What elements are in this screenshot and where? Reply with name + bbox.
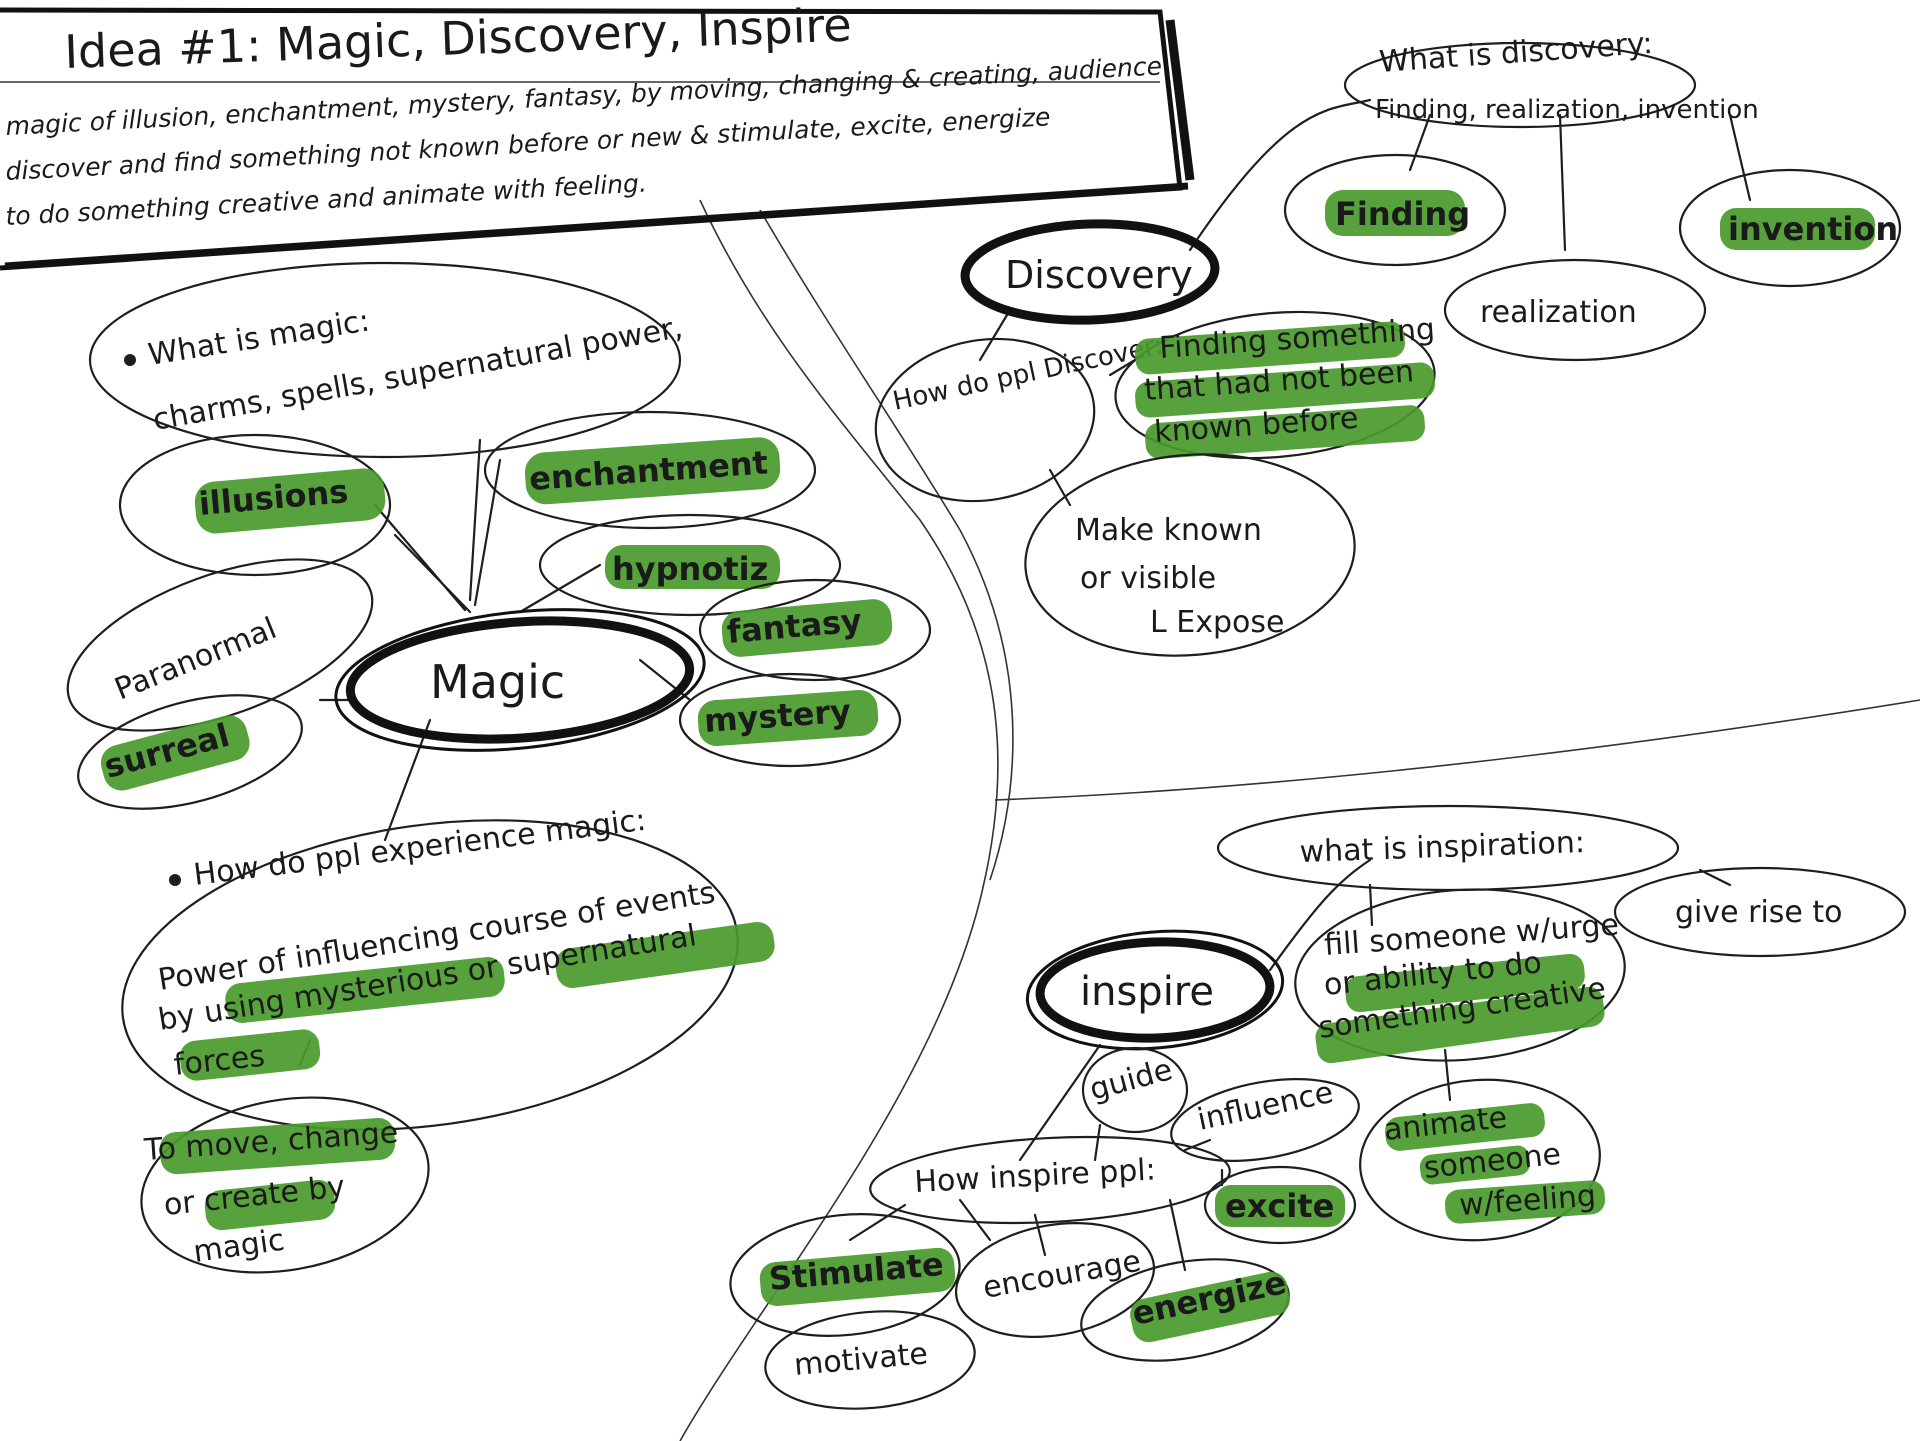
paranormal-bubble (66, 558, 374, 732)
finding-something-bubble (1114, 310, 1436, 460)
finding-bubble (1283, 153, 1507, 267)
paranormal-label: Paranormal (110, 611, 282, 707)
magic-cluster: What is magic: charms, spells, supernatu… (66, 261, 932, 1274)
inspire-hub-label: inspire (1080, 969, 1214, 1015)
fantasy-bubble (698, 578, 932, 682)
discovery-hub (960, 219, 1220, 325)
experience-magic-title: How do ppl experience magic: (192, 803, 648, 893)
move-change-create-bubble (140, 1096, 430, 1274)
make-known-line-2: or visible (1080, 561, 1216, 596)
animate-someone-line-3: w/feeling (1458, 1179, 1597, 1223)
inspire-cluster: what is inspiration: give rise to fill s… (729, 804, 1907, 1410)
finding-label: Finding (1335, 195, 1470, 233)
mystery-bubble (678, 672, 902, 768)
what-is-inspiration-label: what is inspiration: (1299, 825, 1585, 870)
realization-label: realization (1480, 295, 1637, 330)
encourage-bubble (954, 1222, 1156, 1338)
illusions-bubble (118, 433, 392, 577)
what-is-discovery-answer: Finding, realization, invention (1375, 95, 1759, 125)
animate-someone-bubble (1359, 1078, 1601, 1242)
excite-bubble (1203, 1165, 1357, 1245)
hypnotiz-bubble (538, 513, 842, 617)
divider-lines (679, 199, 1920, 1441)
header-box: Idea #1: Magic, Discovery, Inspire magic… (0, 0, 1195, 271)
encourage-label: encourage (980, 1244, 1143, 1306)
give-rise-bubble (1613, 866, 1907, 958)
what-is-magic-bubble (88, 261, 682, 459)
give-rise-label: give rise to (1675, 895, 1843, 930)
magic-hub-label: Magic (430, 655, 565, 709)
hypnotiz-label: hypnotiz (612, 550, 768, 588)
what-is-discovery-bubble (1343, 41, 1697, 129)
influence-label: influence (1194, 1075, 1336, 1138)
excite-label: excite (1225, 1187, 1334, 1225)
how-inspire-bubble (869, 1135, 1231, 1225)
fill-someone-bubble (1294, 888, 1626, 1062)
enchantment-bubble (483, 410, 817, 530)
influence-bubble (1170, 1078, 1360, 1162)
how-inspire-label: How inspire ppl: (914, 1152, 1157, 1200)
inspire-hub (1035, 937, 1275, 1043)
move-change-create-line-3: magic (191, 1223, 286, 1270)
invention-bubble (1678, 168, 1902, 288)
discovery-hub-label: Discovery (1005, 253, 1193, 297)
how-discover-bubble (874, 337, 1096, 503)
motivate-label: motivate (793, 1336, 930, 1383)
what-is-magic-title: What is magic: (146, 303, 372, 373)
realization-bubble (1443, 258, 1707, 362)
make-known-line-1: Make known (1075, 513, 1262, 548)
motivate-bubble (764, 1310, 976, 1410)
magic-hub (345, 616, 695, 744)
make-known-line-3: L Expose (1150, 605, 1284, 640)
stimulate-bubble (729, 1213, 961, 1337)
surreal-bubble (77, 694, 303, 810)
guide-bubble (1081, 1046, 1189, 1134)
invention-label: invention (1728, 210, 1898, 248)
what-is-discovery-title: What is discovery: (1378, 26, 1654, 80)
make-known-bubble (1024, 453, 1356, 657)
